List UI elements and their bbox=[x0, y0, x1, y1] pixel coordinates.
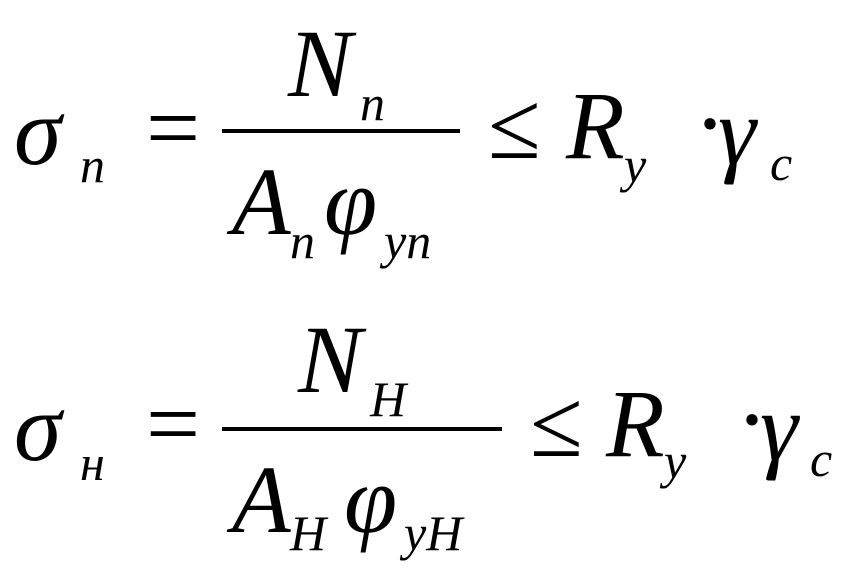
less-equal-sign: ≤ bbox=[530, 370, 583, 477]
sigma-subscript: n bbox=[80, 137, 105, 193]
dot-operator: · bbox=[736, 366, 768, 473]
sigma-symbol: σ bbox=[14, 374, 62, 481]
denominator-symbol: A bbox=[232, 446, 291, 553]
numerator-subscript: H bbox=[370, 371, 407, 427]
gamma-subscript: c bbox=[770, 135, 793, 191]
formula-2: σ н = N H A H φ yH ≤ R y · γ c bbox=[0, 296, 854, 588]
denominator-subscript: H bbox=[290, 505, 327, 561]
dot-operator: · bbox=[694, 70, 726, 177]
equals-sign: = bbox=[146, 74, 201, 181]
formula-1: σ n = N n A n φ yn ≤ R y · γ c bbox=[0, 0, 854, 292]
numerator-subscript: n bbox=[360, 75, 385, 131]
r-subscript: y bbox=[664, 433, 687, 489]
fraction-bar bbox=[222, 427, 502, 431]
r-subscript: y bbox=[624, 137, 647, 193]
equals-sign: = bbox=[146, 370, 201, 477]
sigma-symbol: σ bbox=[14, 78, 62, 185]
denominator-symbol: A bbox=[232, 148, 291, 255]
r-symbol: R bbox=[606, 370, 665, 477]
r-symbol: R bbox=[566, 72, 625, 179]
gamma-symbol: γ bbox=[718, 78, 756, 185]
numerator-symbol: N bbox=[288, 10, 353, 117]
phi-symbol: φ bbox=[324, 148, 378, 255]
phi-symbol: φ bbox=[344, 446, 398, 553]
numerator-symbol: N bbox=[298, 306, 363, 413]
gamma-symbol: γ bbox=[760, 374, 798, 481]
sigma-subscript: н bbox=[80, 435, 105, 491]
fraction-bar bbox=[222, 129, 460, 133]
less-equal-sign: ≤ bbox=[488, 72, 541, 179]
gamma-subscript: c bbox=[810, 431, 833, 487]
phi-subscript: yH bbox=[404, 505, 463, 561]
phi-subscript: yn bbox=[384, 213, 432, 269]
denominator-subscript: n bbox=[290, 213, 315, 269]
